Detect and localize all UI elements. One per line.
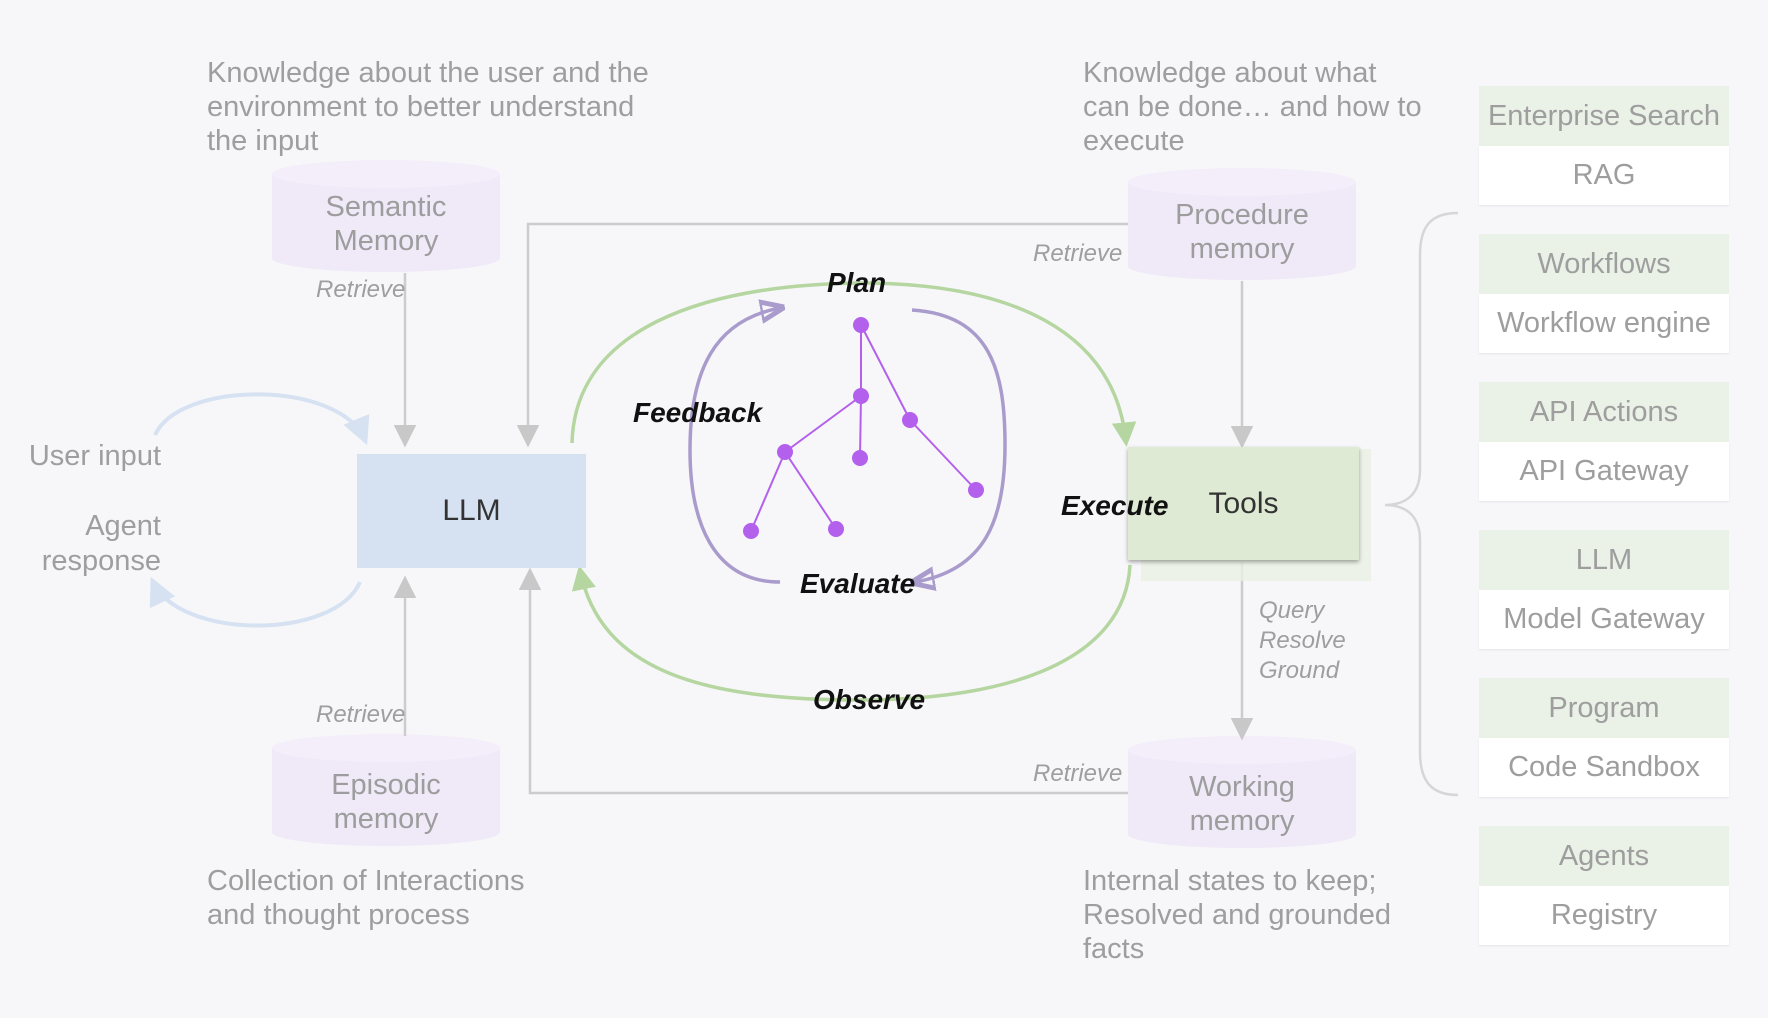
category-registry: Registry: [1479, 886, 1729, 945]
semantic-description: Knowledge about the user and the environ…: [207, 57, 649, 157]
category-enterprise-search: Enterprise Search: [1479, 86, 1729, 146]
category-model-gateway: Model Gateway: [1479, 590, 1729, 649]
llm-box: LLM: [357, 454, 586, 568]
category-workflows: Workflows: [1479, 234, 1729, 294]
semantic-memory-cylinder: [272, 160, 500, 272]
semantic-memory-label: Semantic Memory: [325, 191, 447, 257]
category-api-actions: API Actions: [1479, 382, 1729, 442]
working-memory-cylinder: [1128, 736, 1356, 848]
evaluate-arc: [912, 308, 1007, 582]
category-api-gateway: API Gateway: [1479, 442, 1729, 501]
evaluate-label: Evaluate: [800, 568, 916, 599]
episodic-memory-label: Episodic memory: [331, 769, 441, 835]
user-input-arc: [153, 392, 370, 446]
procedure-memory-cylinder: [1128, 168, 1356, 280]
agent-response-arc: [149, 576, 362, 628]
procedure-description: Knowledge about what can be done… and ho…: [1083, 57, 1422, 157]
procedure-memory-label: Procedure memory: [1175, 199, 1309, 265]
retrieve-label-episodic: Retrieve: [316, 701, 406, 728]
episodic-description: Collection of Interactions and thought p…: [207, 865, 525, 931]
category-rag: RAG: [1479, 146, 1729, 205]
working-to-llm-arrow: [518, 567, 1128, 795]
episodic-memory-cylinder: [272, 734, 500, 846]
execute-label: Execute: [1061, 490, 1169, 521]
feedback-label: Feedback: [633, 397, 763, 428]
tool-query-labels: Query Resolve Ground: [1259, 597, 1346, 684]
plan-label: Plan: [827, 267, 887, 298]
working-memory-label: Working memory: [1189, 771, 1295, 837]
agent-response-label: Agent response: [41, 510, 161, 577]
retrieve-label-semantic: Retrieve: [316, 276, 406, 303]
category-program: Program: [1479, 678, 1729, 738]
plan-execute-arc: [570, 281, 1137, 447]
observe-arc: [571, 564, 1132, 702]
category-workflow-engine: Workflow engine: [1479, 294, 1729, 353]
working-description: Internal states to keep; Resolved and gr…: [1083, 865, 1391, 965]
category-agents: Agents: [1479, 826, 1729, 886]
tools-box: Tools: [1128, 447, 1359, 560]
procedure-to-llm-arrow: [516, 222, 1128, 448]
retrieve-label-procedure: Retrieve: [1033, 240, 1123, 267]
category-code-sandbox: Code Sandbox: [1479, 738, 1729, 797]
tools-category-brace: [1384, 211, 1459, 797]
user-input-label: User input: [28, 440, 161, 472]
feedback-arc: [688, 308, 780, 584]
category-llm: LLM: [1479, 530, 1729, 590]
plan-tree: [743, 317, 984, 539]
retrieve-label-working: Retrieve: [1033, 760, 1123, 787]
observe-label: Observe: [813, 684, 926, 715]
